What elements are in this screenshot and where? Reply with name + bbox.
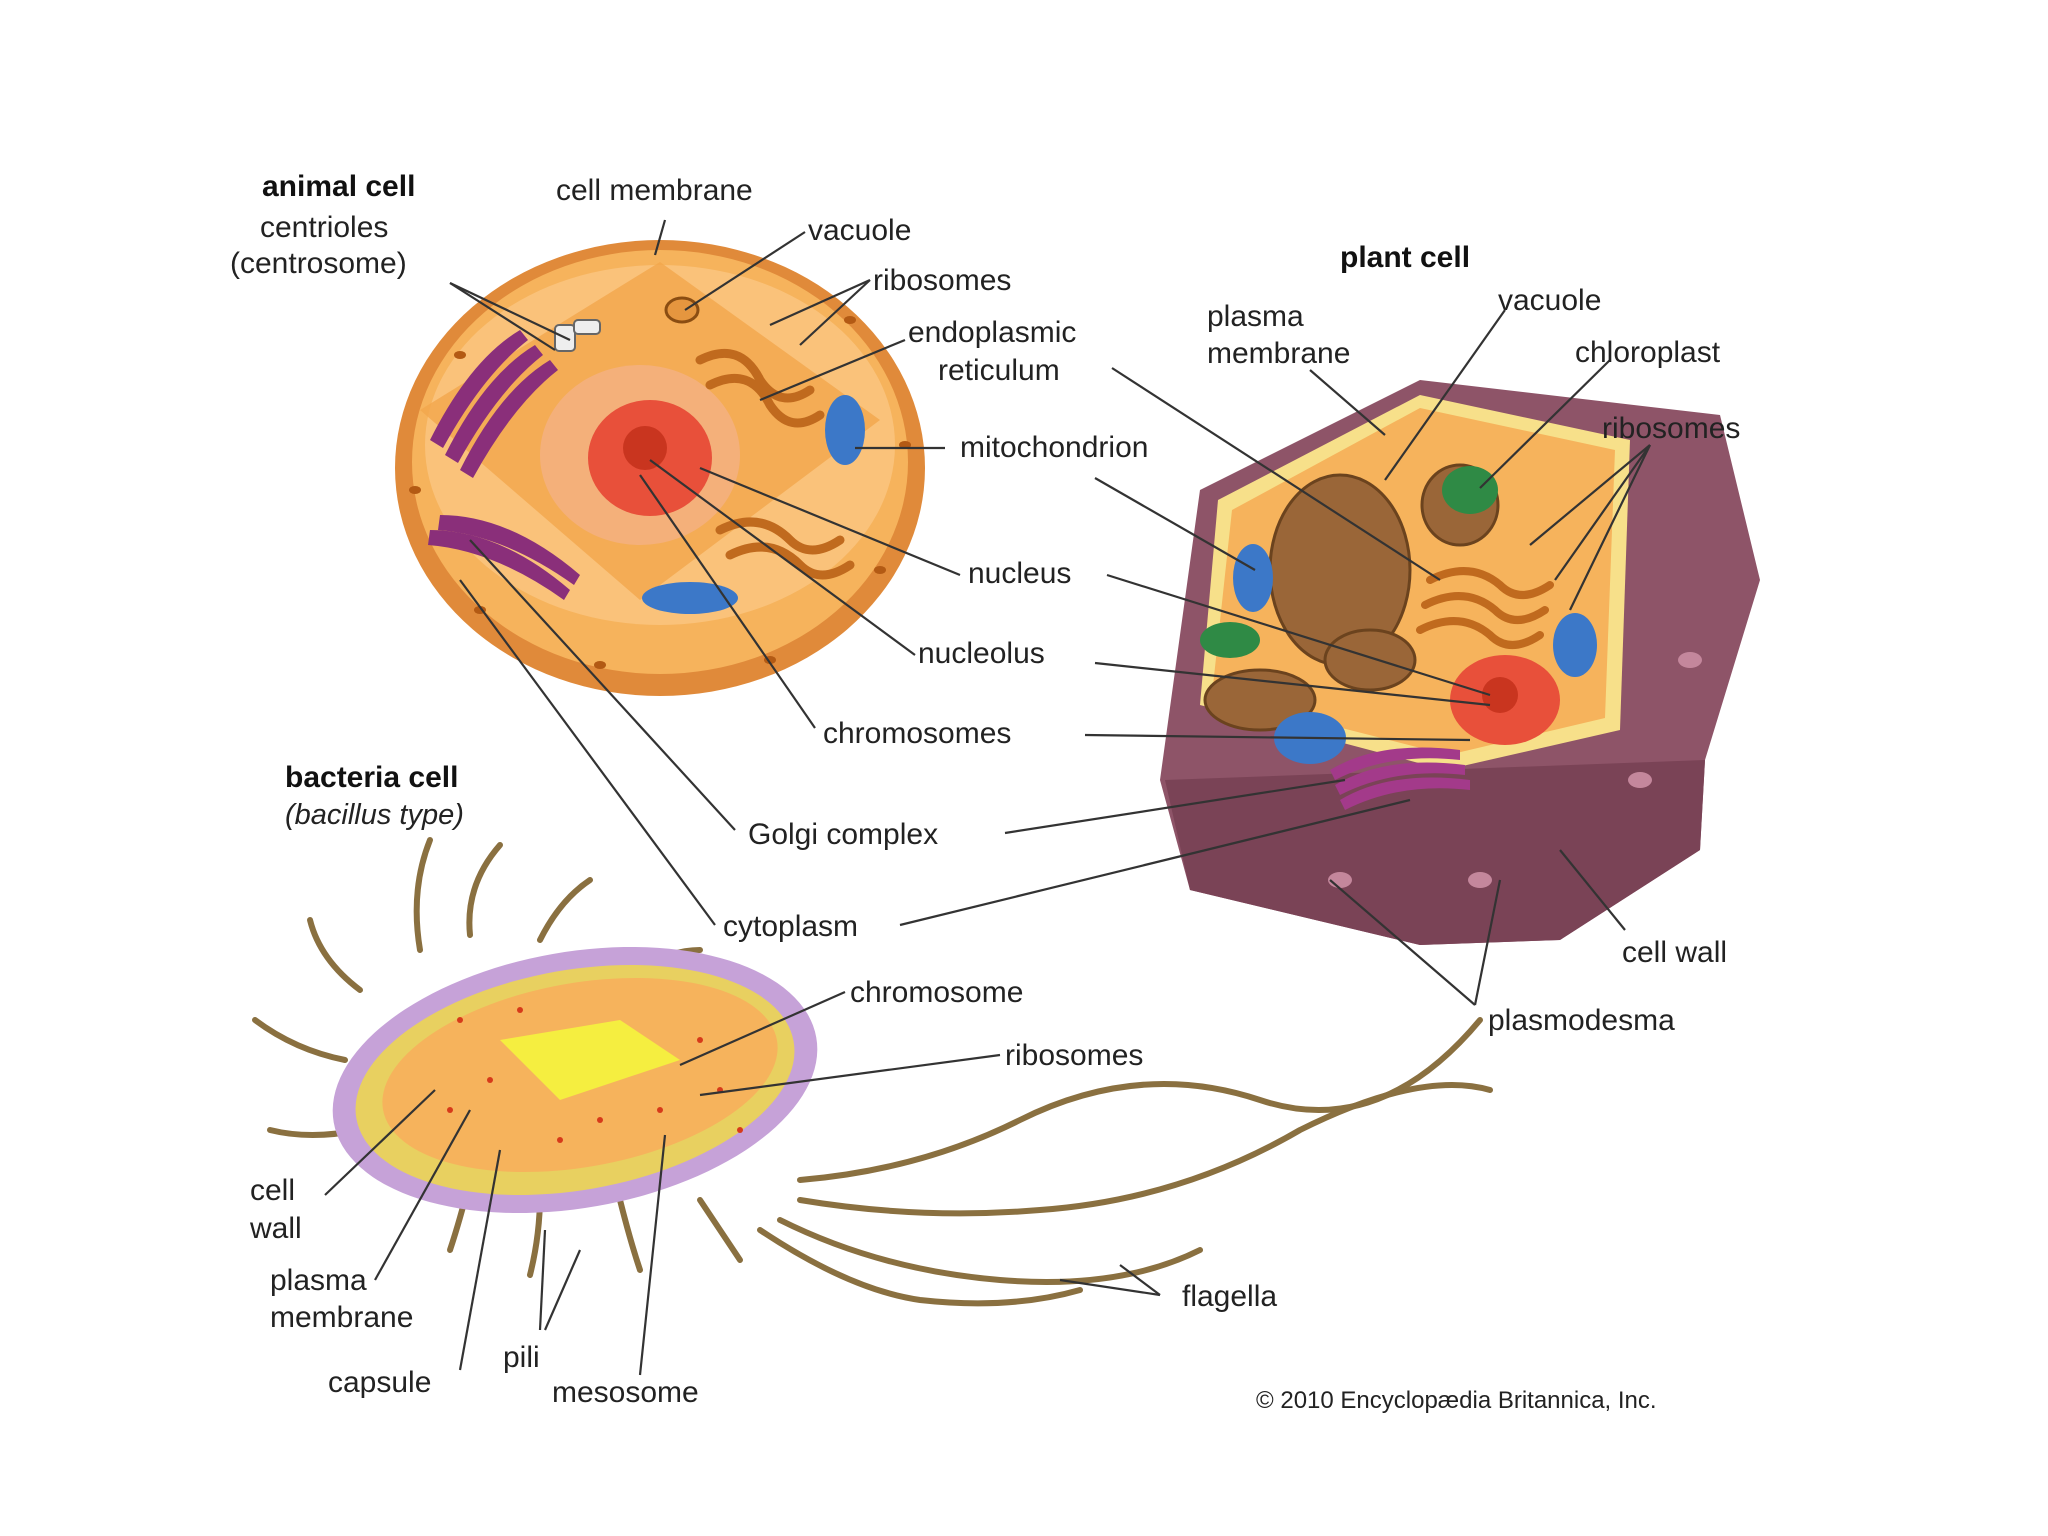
plant-cell [1160, 380, 1760, 945]
animal-cell [395, 240, 925, 696]
label-animal-vacuole: vacuole [808, 214, 911, 247]
plant-golgi-shape [1330, 747, 1470, 810]
bacteria-cell-title: bacteria cell [285, 761, 458, 794]
label-animal-ribosomes: ribosomes [873, 264, 1011, 297]
label-flagella: flagella [1182, 1280, 1277, 1313]
plant-chloroplast-shape [1442, 466, 1498, 514]
animal-vacuole-shape [664, 296, 700, 324]
label-cytoplasm: cytoplasm [723, 910, 858, 943]
bacteria-chromosome-shape [500, 1020, 680, 1100]
animal-cell-title: animal cell [262, 170, 415, 203]
plant-er-shape [1416, 567, 1554, 649]
label-cell-membrane: cell membrane [556, 174, 753, 207]
animal-er-shape [695, 348, 855, 580]
label-mesosome: mesosome [552, 1376, 699, 1409]
label-bacteria-wall: wall [249, 1212, 302, 1245]
bacteria-flagella-shape [757, 1017, 1493, 1307]
label-capsule: capsule [328, 1366, 431, 1399]
label-bacteria-plasma: plasma [270, 1264, 367, 1297]
label-plasmodesma: plasmodesma [1488, 1004, 1675, 1037]
bacteria-cell [252, 837, 1493, 1307]
label-golgi-complex: Golgi complex [748, 818, 938, 851]
leader-lines [324, 219, 1651, 1376]
label-nucleolus: nucleolus [918, 637, 1045, 670]
copyright-credit: © 2010 Encyclopædia Britannica, Inc. [1256, 1387, 1657, 1414]
label-plant-plasma: plasma [1207, 300, 1304, 333]
label-chloroplast: chloroplast [1575, 336, 1721, 369]
label-plant-vacuole: vacuole [1498, 284, 1601, 317]
label-chromosomes: chromosomes [823, 717, 1011, 750]
plant-vacuole-shape [1203, 463, 1500, 732]
label-mitochondrion: mitochondrion [960, 431, 1148, 464]
animal-golgi-shape [428, 330, 580, 600]
label-er-line1: endoplasmic [908, 316, 1076, 349]
plant-cell-title: plant cell [1340, 241, 1470, 274]
label-nucleus: nucleus [968, 557, 1071, 590]
label-pili: pili [503, 1341, 540, 1374]
label-plant-ribosomes: ribosomes [1602, 412, 1740, 445]
label-centrosome: (centrosome) [230, 247, 407, 280]
animal-mitochondrion-shape [825, 395, 865, 465]
bacteria-cell-subtitle: (bacillus type) [285, 799, 464, 831]
animal-nucleolus [623, 426, 667, 470]
bacteria-pili-shape [252, 837, 743, 1278]
label-er-line2: reticulum [938, 354, 1060, 387]
label-plant-cell-wall: cell wall [1622, 936, 1727, 969]
label-bacteria-ribosomes: ribosomes [1005, 1039, 1143, 1072]
label-centrioles: centrioles [260, 211, 388, 244]
label-bacteria-membrane: membrane [270, 1301, 413, 1334]
plant-mitochondrion-shape [1233, 544, 1273, 612]
label-bacteria-chromosome: chromosome [850, 976, 1023, 1009]
label-bacteria-cell: cell [250, 1174, 295, 1207]
label-plant-membrane: membrane [1207, 337, 1350, 370]
